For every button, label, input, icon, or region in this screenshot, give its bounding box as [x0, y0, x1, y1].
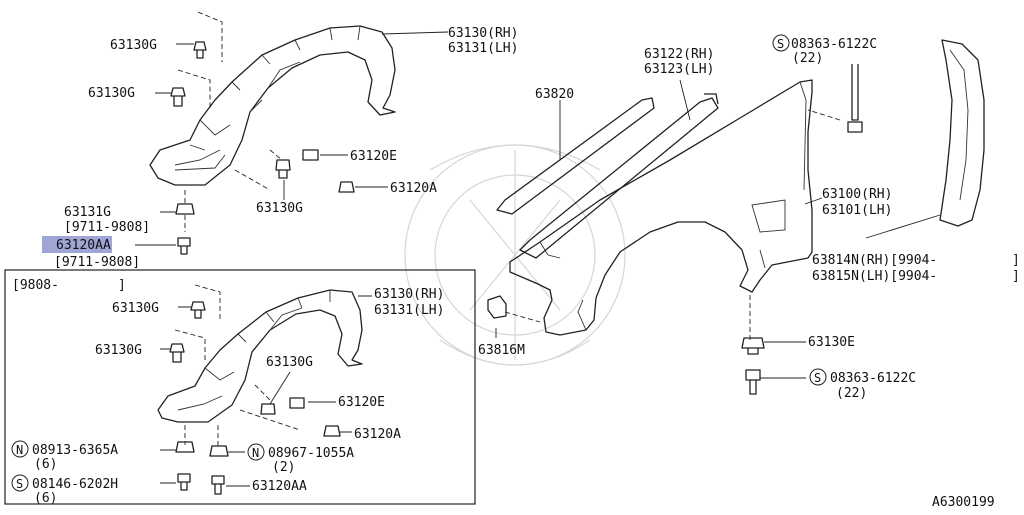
fender-seal-63122[interactable]: [519, 93, 719, 259]
bracket-close: ]: [1012, 269, 1020, 284]
date-range-label: [9711-9808]: [64, 220, 150, 235]
fastener-clip-8[interactable]: [260, 403, 276, 415]
part-label[interactable]: 63120A: [390, 181, 437, 196]
std-part-symbol: [772, 34, 790, 52]
part-label[interactable]: 63123(LH): [644, 62, 714, 77]
fastener-clip-2[interactable]: [170, 87, 186, 107]
guide-lines-upper-left: [177, 11, 283, 232]
std-part-symbol: [809, 368, 827, 386]
part-label[interactable]: 63130G: [256, 201, 303, 216]
date-range-label: [9808-: [12, 278, 59, 293]
diagram-reference-code: A6300199: [932, 495, 995, 510]
part-label[interactable]: 63100(RH): [822, 187, 892, 202]
std-part-symbol: [247, 443, 265, 461]
leader-lines-lower-left: [160, 295, 372, 487]
part-label[interactable]: 63820: [535, 87, 574, 102]
clip-63130E[interactable]: [741, 337, 765, 355]
guide-lines-center: [504, 109, 841, 340]
part-label[interactable]: 63816M: [478, 343, 525, 358]
fender-seal-63820[interactable]: [496, 97, 655, 215]
bolt-08363-lower[interactable]: [745, 369, 761, 395]
part-label[interactable]: 63130G: [110, 38, 157, 53]
std-part-symbol: [11, 474, 29, 492]
part-label[interactable]: 63101(LH): [822, 203, 892, 218]
part-label[interactable]: 63130(RH): [448, 26, 518, 41]
fastener-clip-9[interactable]: [289, 397, 305, 409]
fastener-clip-3[interactable]: [275, 159, 291, 179]
part-label-highlighted[interactable]: 63120AA: [56, 238, 111, 253]
fender-protector-lower[interactable]: [157, 289, 363, 423]
mud-guard-63814N[interactable]: [939, 39, 985, 227]
highlight-marker: [42, 236, 112, 253]
std-part-symbol: [11, 440, 29, 458]
part-label[interactable]: 63130(RH): [374, 287, 444, 302]
fastener-bolt-1[interactable]: [177, 237, 191, 255]
fender-retainer-63816M[interactable]: [487, 295, 507, 319]
guide-lines-lower-left: [174, 284, 301, 448]
fastener-clip-7[interactable]: [169, 343, 185, 363]
part-label[interactable]: 63131G: [64, 205, 111, 220]
watermark-emblem: [404, 144, 626, 366]
part-label[interactable]: 08146-6202H: [32, 477, 118, 492]
quantity-label: (6): [34, 491, 57, 506]
part-label[interactable]: 08363-6122C: [791, 37, 877, 52]
leader-lines-center: [495, 79, 823, 338]
part-label[interactable]: 63815N(LH)[9904-: [812, 269, 937, 284]
front-fender-panel[interactable]: [509, 79, 813, 336]
leader-lines-right: [760, 214, 941, 379]
std-part-symbol-letter: N: [252, 446, 259, 460]
bracket-close: ]: [118, 278, 126, 293]
bolt-08363-upper[interactable]: [847, 64, 863, 133]
fastener-clip-4[interactable]: [302, 149, 319, 161]
part-label[interactable]: 63131(LH): [374, 303, 444, 318]
fastener-nut-3[interactable]: [209, 445, 229, 457]
fastener-clip-5[interactable]: [338, 181, 355, 193]
part-label[interactable]: 63130G: [112, 301, 159, 316]
date-range-label: [9711-9808]: [54, 255, 140, 270]
variant-inset-box: [4, 269, 476, 505]
std-part-symbol-letter: S: [814, 371, 821, 385]
quantity-label: (6): [34, 457, 57, 472]
quantity-label: (22): [792, 51, 823, 66]
fastener-bolt-2[interactable]: [177, 473, 191, 491]
part-label[interactable]: 63122(RH): [644, 47, 714, 62]
part-label[interactable]: 63130G: [95, 343, 142, 358]
fastener-clip-10[interactable]: [323, 425, 341, 437]
part-label[interactable]: 08913-6365A: [32, 443, 118, 458]
leader-lines-upper-left: [135, 31, 449, 246]
std-part-symbol-letter: N: [16, 443, 23, 457]
fender-protector-upper[interactable]: [149, 25, 396, 186]
fastener-nut-2[interactable]: [175, 441, 195, 453]
quantity-label: (2): [272, 460, 295, 475]
part-label[interactable]: 63120E: [338, 395, 385, 410]
bracket-close: ]: [1012, 253, 1020, 268]
part-label[interactable]: 63120A: [354, 427, 401, 442]
fastener-nut-1[interactable]: [175, 203, 195, 215]
quantity-label: (22): [836, 386, 867, 401]
part-label[interactable]: 63130G: [266, 355, 313, 370]
part-label[interactable]: 63120AA: [252, 479, 307, 494]
part-label[interactable]: 63120E: [350, 149, 397, 164]
part-label[interactable]: 63814N(RH)[9904-: [812, 253, 937, 268]
fastener-bolt-3[interactable]: [211, 475, 225, 495]
part-label[interactable]: 63130G: [88, 86, 135, 101]
part-label[interactable]: 63130E: [808, 335, 855, 350]
part-label[interactable]: 08363-6122C: [830, 371, 916, 386]
part-label[interactable]: 08967-1055A: [268, 446, 354, 461]
std-part-symbol-letter: S: [777, 37, 784, 51]
fastener-clip-6[interactable]: [190, 301, 206, 319]
fastener-clip-1[interactable]: [193, 41, 207, 59]
part-label[interactable]: 63131(LH): [448, 41, 518, 56]
std-part-symbol-letter: S: [16, 477, 23, 491]
